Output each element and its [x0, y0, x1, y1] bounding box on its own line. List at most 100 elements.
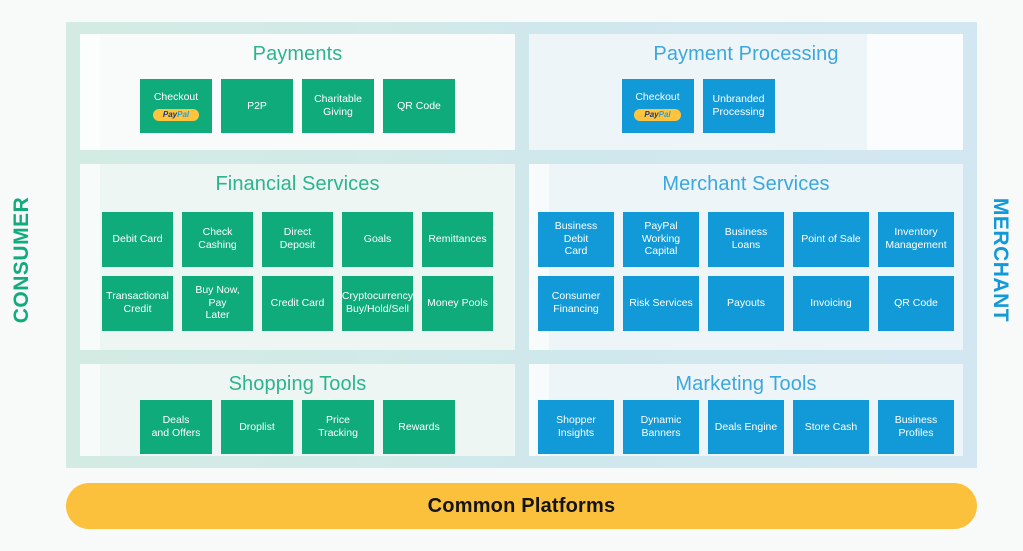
tile-label: Point of Sale — [801, 232, 861, 245]
tile-label: Charitable Giving — [314, 93, 362, 118]
side-label-consumer: CONSUMER — [10, 196, 33, 324]
panel-title-financial-services: Financial Services — [215, 173, 380, 195]
tile-label: Deals Engine — [714, 420, 778, 433]
tile-label: Droplist — [239, 420, 275, 433]
tile-business-loans[interactable]: Business Loans — [708, 211, 784, 267]
paypal-pay-text: Pay — [644, 109, 659, 119]
tile-store-cash[interactable]: Store Cash — [793, 400, 869, 454]
tile-debit-card[interactable]: Debit Card — [102, 211, 173, 267]
tile-label: Business Loans — [724, 226, 768, 251]
tile-label: Store Cash — [804, 420, 858, 433]
panel-title-marketing-tools: Marketing Tools — [675, 373, 817, 395]
tile-label: Cryptocurrency Buy/Hold/Sell — [341, 290, 414, 315]
tile-point-of-sale[interactable]: Point of Sale — [793, 211, 869, 267]
tile-label: QR Code — [894, 296, 938, 309]
tile-label: Unbranded Processing — [712, 93, 765, 118]
tile-row: Debit Card Check Cashing Direct Deposit … — [102, 211, 493, 267]
tile-label: Price Tracking — [318, 414, 358, 439]
tile-label: Dynamic Banners — [640, 414, 682, 439]
tile-consumer-financing[interactable]: Consumer Financing — [538, 275, 614, 331]
tile-direct-deposit[interactable]: Direct Deposit — [262, 211, 333, 267]
tile-label: Credit Card — [270, 296, 325, 309]
tile-payouts[interactable]: Payouts — [708, 275, 784, 331]
tile-label: Rewards — [398, 420, 440, 433]
tile-price-tracking[interactable]: Price Tracking — [302, 400, 374, 454]
tile-buy-now-pay-later[interactable]: Buy Now, Pay Later — [182, 275, 253, 331]
panel-shopping-tools: Shopping Tools Deals and Offers Droplist… — [80, 364, 515, 456]
tile-remittances[interactable]: Remittances — [422, 211, 493, 267]
tile-deals-and-offers[interactable]: Deals and Offers — [140, 400, 212, 454]
tile-shopper-insights[interactable]: Shopper Insights — [538, 400, 614, 454]
tile-risk-services[interactable]: Risk Services — [623, 275, 699, 331]
tile-transactional-credit[interactable]: Transactional Credit — [102, 275, 173, 331]
tile-label: Direct Deposit — [279, 226, 316, 251]
panel-title-shopping-tools: Shopping Tools — [228, 373, 367, 395]
tile-area-financial-services: Debit Card Check Cashing Direct Deposit … — [80, 196, 515, 350]
tile-rewards[interactable]: Rewards — [383, 400, 455, 454]
tile-paypal-working-capital[interactable]: PayPal Working Capital — [623, 211, 699, 267]
tile-label: QR Code — [397, 99, 441, 112]
tile-dynamic-banners[interactable]: Dynamic Banners — [623, 400, 699, 454]
tile-label: Debit Card — [112, 232, 163, 245]
tile-row: Business Debit Card PayPal Working Capit… — [538, 211, 954, 267]
tile-cryptocurrency[interactable]: Cryptocurrency Buy/Hold/Sell — [341, 275, 414, 331]
tile-credit-card[interactable]: Credit Card — [262, 275, 333, 331]
tile-label: Business Profiles — [894, 414, 938, 439]
common-platforms-label: Common Platforms — [427, 494, 616, 517]
tile-invoicing[interactable]: Invoicing — [793, 275, 869, 331]
tile-label: Goals — [363, 232, 392, 245]
tile-inventory-management[interactable]: Inventory Management — [878, 211, 954, 267]
tile-qr-code-merchant[interactable]: QR Code — [878, 275, 954, 331]
panel-merchant-services: Merchant Services Business Debit Card Pa… — [529, 164, 963, 350]
tile-area-shopping-tools: Deals and Offers Droplist Price Tracking… — [80, 396, 515, 456]
tile-label: Risk Services — [629, 296, 693, 309]
tile-droplist[interactable]: Droplist — [221, 400, 293, 454]
tile-label: Transactional Credit — [106, 290, 169, 315]
panel-title-payment-processing: Payment Processing — [653, 43, 839, 65]
side-label-merchant: MERCHANT — [989, 197, 1012, 323]
tile-goals[interactable]: Goals — [342, 211, 413, 267]
paypal-pay-text: Pay — [162, 109, 178, 119]
panel-title-merchant-services: Merchant Services — [662, 173, 830, 195]
tile-label: Shopper Insights — [556, 414, 596, 439]
tile-label: PayPal Working Capital — [641, 219, 681, 258]
tile-p2p[interactable]: P2P — [221, 79, 293, 133]
tile-row: Transactional Credit Buy Now, Pay Later … — [102, 275, 493, 331]
tile-area-marketing-tools: Shopper Insights Dynamic Banners Deals E… — [529, 396, 963, 456]
paypal-pal-text: Pal — [658, 109, 671, 119]
tile-charitable-giving[interactable]: Charitable Giving — [302, 79, 374, 133]
tile-business-profiles[interactable]: Business Profiles — [878, 400, 954, 454]
tile-label: Checkout — [153, 91, 199, 104]
tile-label: Payouts — [727, 296, 765, 309]
tile-label: Consumer Financing — [551, 290, 601, 315]
panel-financial-services: Financial Services Debit Card Check Cash… — [80, 164, 515, 350]
tile-qr-code-consumer[interactable]: QR Code — [383, 79, 455, 133]
tile-label: Buy Now, Pay Later — [195, 283, 240, 322]
tile-check-cashing[interactable]: Check Cashing — [182, 211, 253, 267]
tile-label: Invoicing — [810, 296, 852, 309]
tile-area-merchant-services: Business Debit Card PayPal Working Capit… — [529, 196, 963, 350]
tile-row: Deals and Offers Droplist Price Tracking… — [140, 400, 455, 454]
tile-label: Business Debit Card — [554, 219, 598, 258]
panel-title-payments: Payments — [252, 43, 343, 65]
tile-unbranded-processing[interactable]: Unbranded Processing — [702, 79, 775, 133]
tile-label: Inventory Management — [885, 226, 947, 251]
tile-row: Consumer Financing Risk Services Payouts… — [538, 275, 954, 331]
tile-label: Checkout — [635, 91, 680, 104]
tile-business-debit-card[interactable]: Business Debit Card — [538, 211, 614, 267]
tile-deals-engine[interactable]: Deals Engine — [708, 400, 784, 454]
tile-money-pools[interactable]: Money Pools — [422, 275, 493, 331]
tile-label: Money Pools — [427, 296, 488, 309]
